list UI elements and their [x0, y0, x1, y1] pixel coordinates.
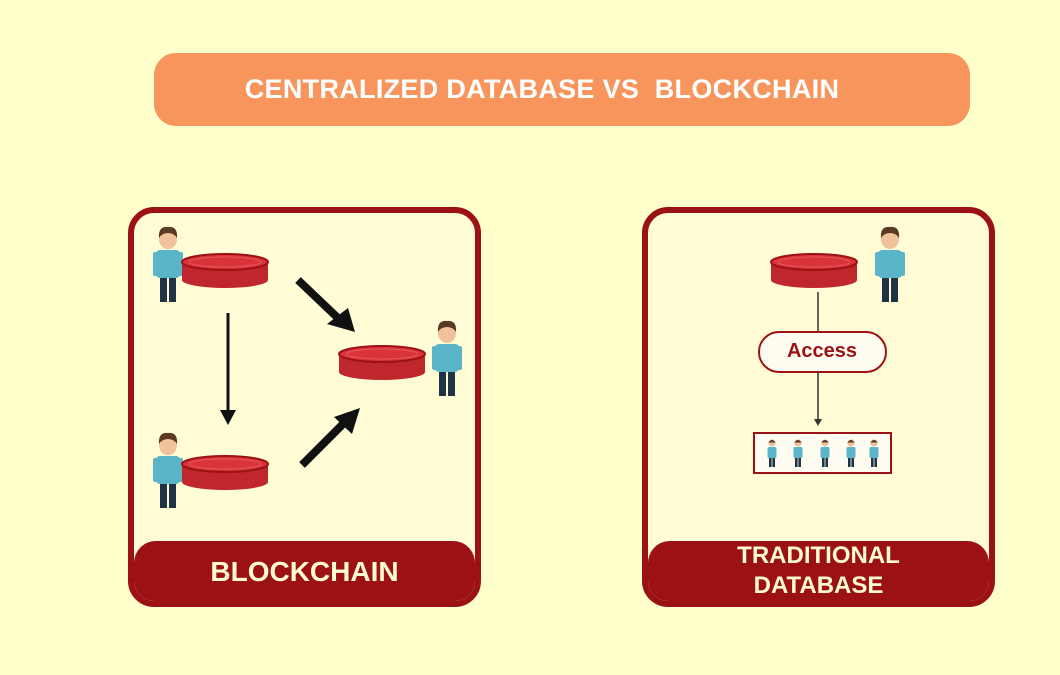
- traditional-label: TRADITIONAL DATABASE: [737, 541, 900, 601]
- traditional-label-line2: DATABASE: [753, 572, 884, 599]
- database-icon: [181, 253, 269, 289]
- access-label: Access: [787, 340, 857, 362]
- person-icon: [432, 320, 462, 396]
- person-icon: [153, 226, 183, 302]
- arrow-icon: [299, 419, 348, 468]
- access-pill: [758, 331, 887, 373]
- page-title: CENTRALIZED DATABASE VS BLOCKCHAIN: [244, 74, 840, 104]
- blockchain-label: BLOCKCHAIN: [210, 555, 399, 587]
- person-icon: [153, 432, 183, 508]
- database-icon: [181, 455, 269, 491]
- person-icon: [875, 226, 905, 302]
- database-icon: [338, 345, 426, 381]
- arrow-head-icon: [814, 419, 822, 426]
- arrow-head-icon: [334, 408, 360, 434]
- traditional-footer: TRADITIONAL DATABASE: [648, 541, 989, 601]
- title-bar: CENTRALIZED DATABASE VS BLOCKCHAIN: [154, 53, 970, 126]
- database-icon: [770, 253, 858, 289]
- arrow-icon: [295, 277, 343, 323]
- arrow-head-icon: [327, 308, 355, 332]
- blockchain-footer: BLOCKCHAIN: [134, 541, 475, 601]
- blockchain-panel: BLOCKCHAIN: [128, 207, 481, 607]
- arrow-head-icon: [220, 410, 236, 425]
- traditional-label-line1: TRADITIONAL: [737, 542, 900, 569]
